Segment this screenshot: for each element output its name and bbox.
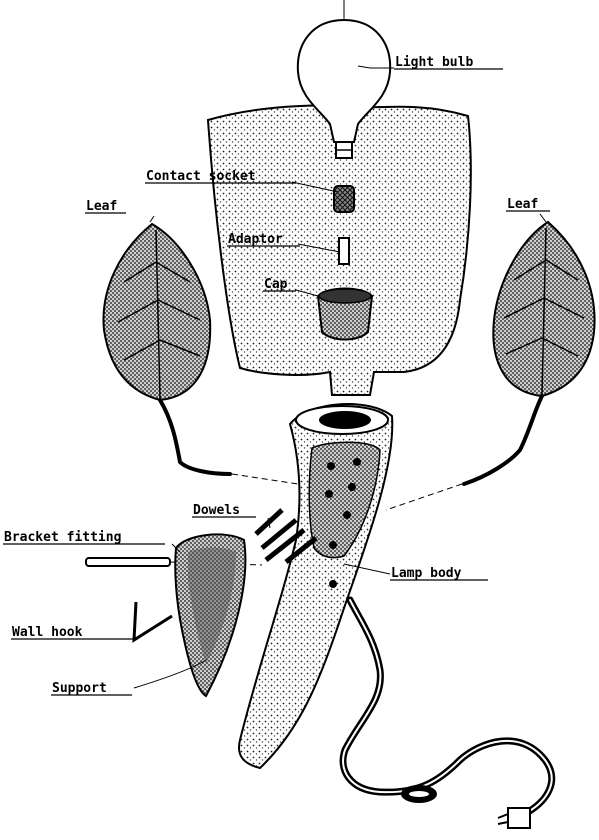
label-cap: Cap bbox=[263, 277, 296, 292]
label-leaf-right: Leaf bbox=[506, 197, 550, 212]
power-cord bbox=[339, 596, 556, 829]
label-light-bulb: Light bulb bbox=[394, 55, 503, 70]
svg-text:Lamp body: Lamp body bbox=[391, 566, 462, 581]
label-leaf-left: Leaf bbox=[85, 199, 126, 214]
svg-text:Wall hook: Wall hook bbox=[12, 625, 83, 640]
svg-text:Support: Support bbox=[52, 681, 107, 696]
label-support: Support bbox=[51, 681, 132, 696]
plug bbox=[497, 807, 531, 829]
label-wall-hook: Wall hook bbox=[11, 625, 134, 640]
right-leaf bbox=[462, 220, 596, 486]
label-dowels: Dowels bbox=[192, 503, 256, 518]
svg-text:Leaf: Leaf bbox=[507, 197, 538, 212]
lamp-body bbox=[238, 403, 394, 770]
svg-text:Contact socket: Contact socket bbox=[146, 169, 256, 184]
svg-text:Dowels: Dowels bbox=[193, 503, 240, 518]
adaptor bbox=[338, 237, 350, 265]
svg-text:Cap: Cap bbox=[264, 277, 288, 292]
light-bulb bbox=[296, 18, 392, 159]
svg-text:Leaf: Leaf bbox=[86, 199, 117, 214]
svg-text:Light bulb: Light bulb bbox=[395, 55, 473, 70]
left-leaf bbox=[102, 222, 232, 476]
contact-socket bbox=[333, 185, 355, 213]
svg-text:Adaptor: Adaptor bbox=[228, 232, 283, 247]
label-lamp-body: Lamp body bbox=[390, 566, 488, 581]
cap bbox=[316, 287, 374, 341]
svg-text:Bracket fitting: Bracket fitting bbox=[4, 530, 121, 545]
label-bracket-fitting: Bracket fitting bbox=[3, 530, 165, 545]
label-adaptor: Adaptor bbox=[227, 232, 300, 247]
support bbox=[174, 533, 247, 698]
wall-hook bbox=[132, 601, 173, 643]
leaf-right-assembly-line bbox=[385, 483, 463, 511]
label-contact-socket: Contact socket bbox=[145, 169, 296, 184]
leaf-left-assembly-line bbox=[231, 473, 299, 485]
